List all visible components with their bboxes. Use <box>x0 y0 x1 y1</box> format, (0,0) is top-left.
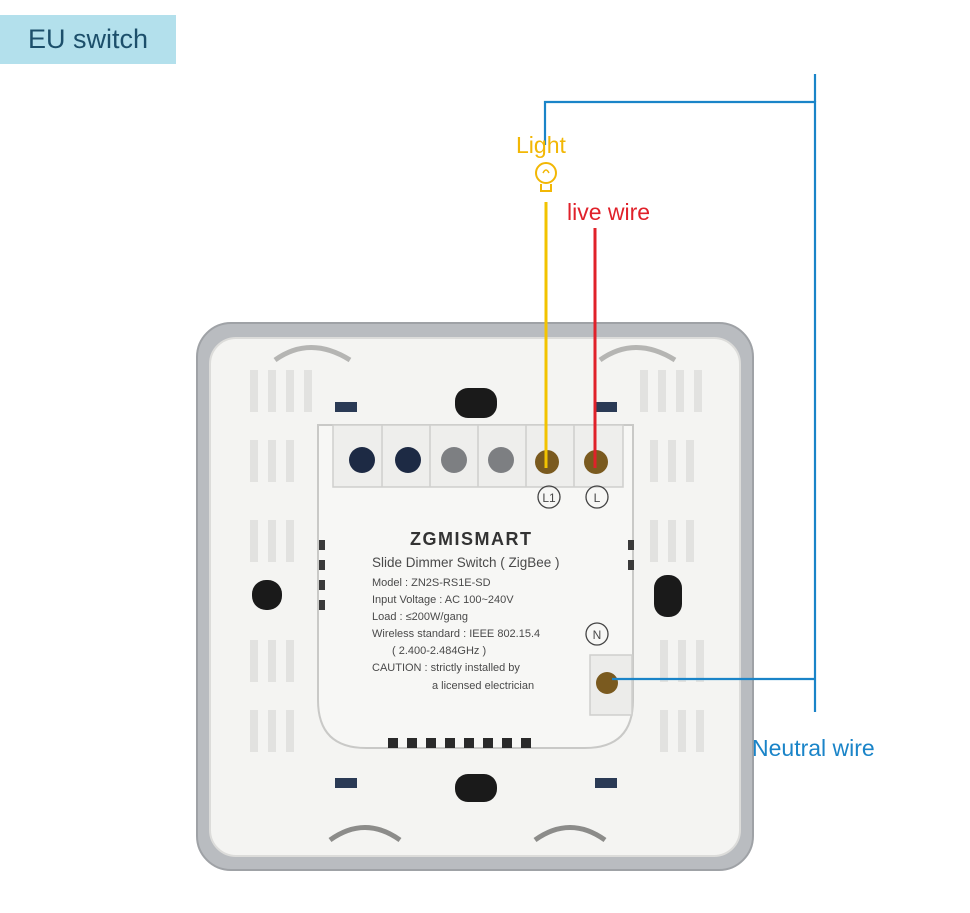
top-left-clip <box>273 345 352 363</box>
top-right-clip <box>598 345 677 363</box>
terminal-mark-l <box>585 485 609 509</box>
neutral-wire-label: Neutral wire <box>752 735 875 761</box>
terminal-label-l: L <box>594 491 601 505</box>
terminal-screw-3 <box>441 447 467 473</box>
bottom-right-clip <box>533 825 607 843</box>
bottom-left-tab <box>335 778 357 788</box>
light-label: Light <box>516 132 566 158</box>
caution-line-1: CAUTION : strictly installed by <box>372 662 520 674</box>
voltage-line: Input Voltage : AC 100~240V <box>372 594 514 606</box>
module-side-notches <box>319 540 634 610</box>
top-mount-hole <box>455 388 497 418</box>
neutral-wire-line <box>543 100 817 712</box>
frequency-line: ( 2.400-2.484GHz ) <box>392 645 486 657</box>
title-tag: EU switch <box>0 15 176 64</box>
load-line: Load : ≤200W/gang <box>372 611 468 623</box>
terminal-dividers <box>381 425 575 487</box>
left-mount-hole <box>252 580 282 610</box>
brand-logo: ZGMISMART <box>410 529 532 549</box>
bottom-right-tab <box>595 778 617 788</box>
terminal-label-l1: L1 <box>542 491 556 505</box>
terminal-mark-l1 <box>537 485 561 509</box>
terminal-screw-2 <box>395 447 421 473</box>
terminal-screw-4 <box>488 447 514 473</box>
bottom-left-clip <box>328 825 402 843</box>
bottom-mount-hole <box>455 774 497 802</box>
right-mount-hole <box>654 575 682 617</box>
terminal-label-n: N <box>593 628 602 642</box>
ventilation-slots <box>250 370 704 752</box>
model-line: Model : ZN2S-RS1E-SD <box>372 577 491 589</box>
module-bottom-vents <box>388 738 531 748</box>
caution-line-2: a licensed electrician <box>432 680 534 692</box>
top-right-tab <box>595 402 617 412</box>
light-bulb-icon <box>535 162 557 192</box>
top-left-tab <box>335 402 357 412</box>
product-name: Slide Dimmer Switch ( ZigBee ) <box>372 555 560 570</box>
live-wire-label: live wire <box>567 199 651 225</box>
terminal-screw-n <box>596 672 618 694</box>
wireless-line: Wireless standard : IEEE 802.15.4 <box>372 628 540 640</box>
terminal-screw-1 <box>349 447 375 473</box>
terminal-mark-n <box>585 622 609 646</box>
